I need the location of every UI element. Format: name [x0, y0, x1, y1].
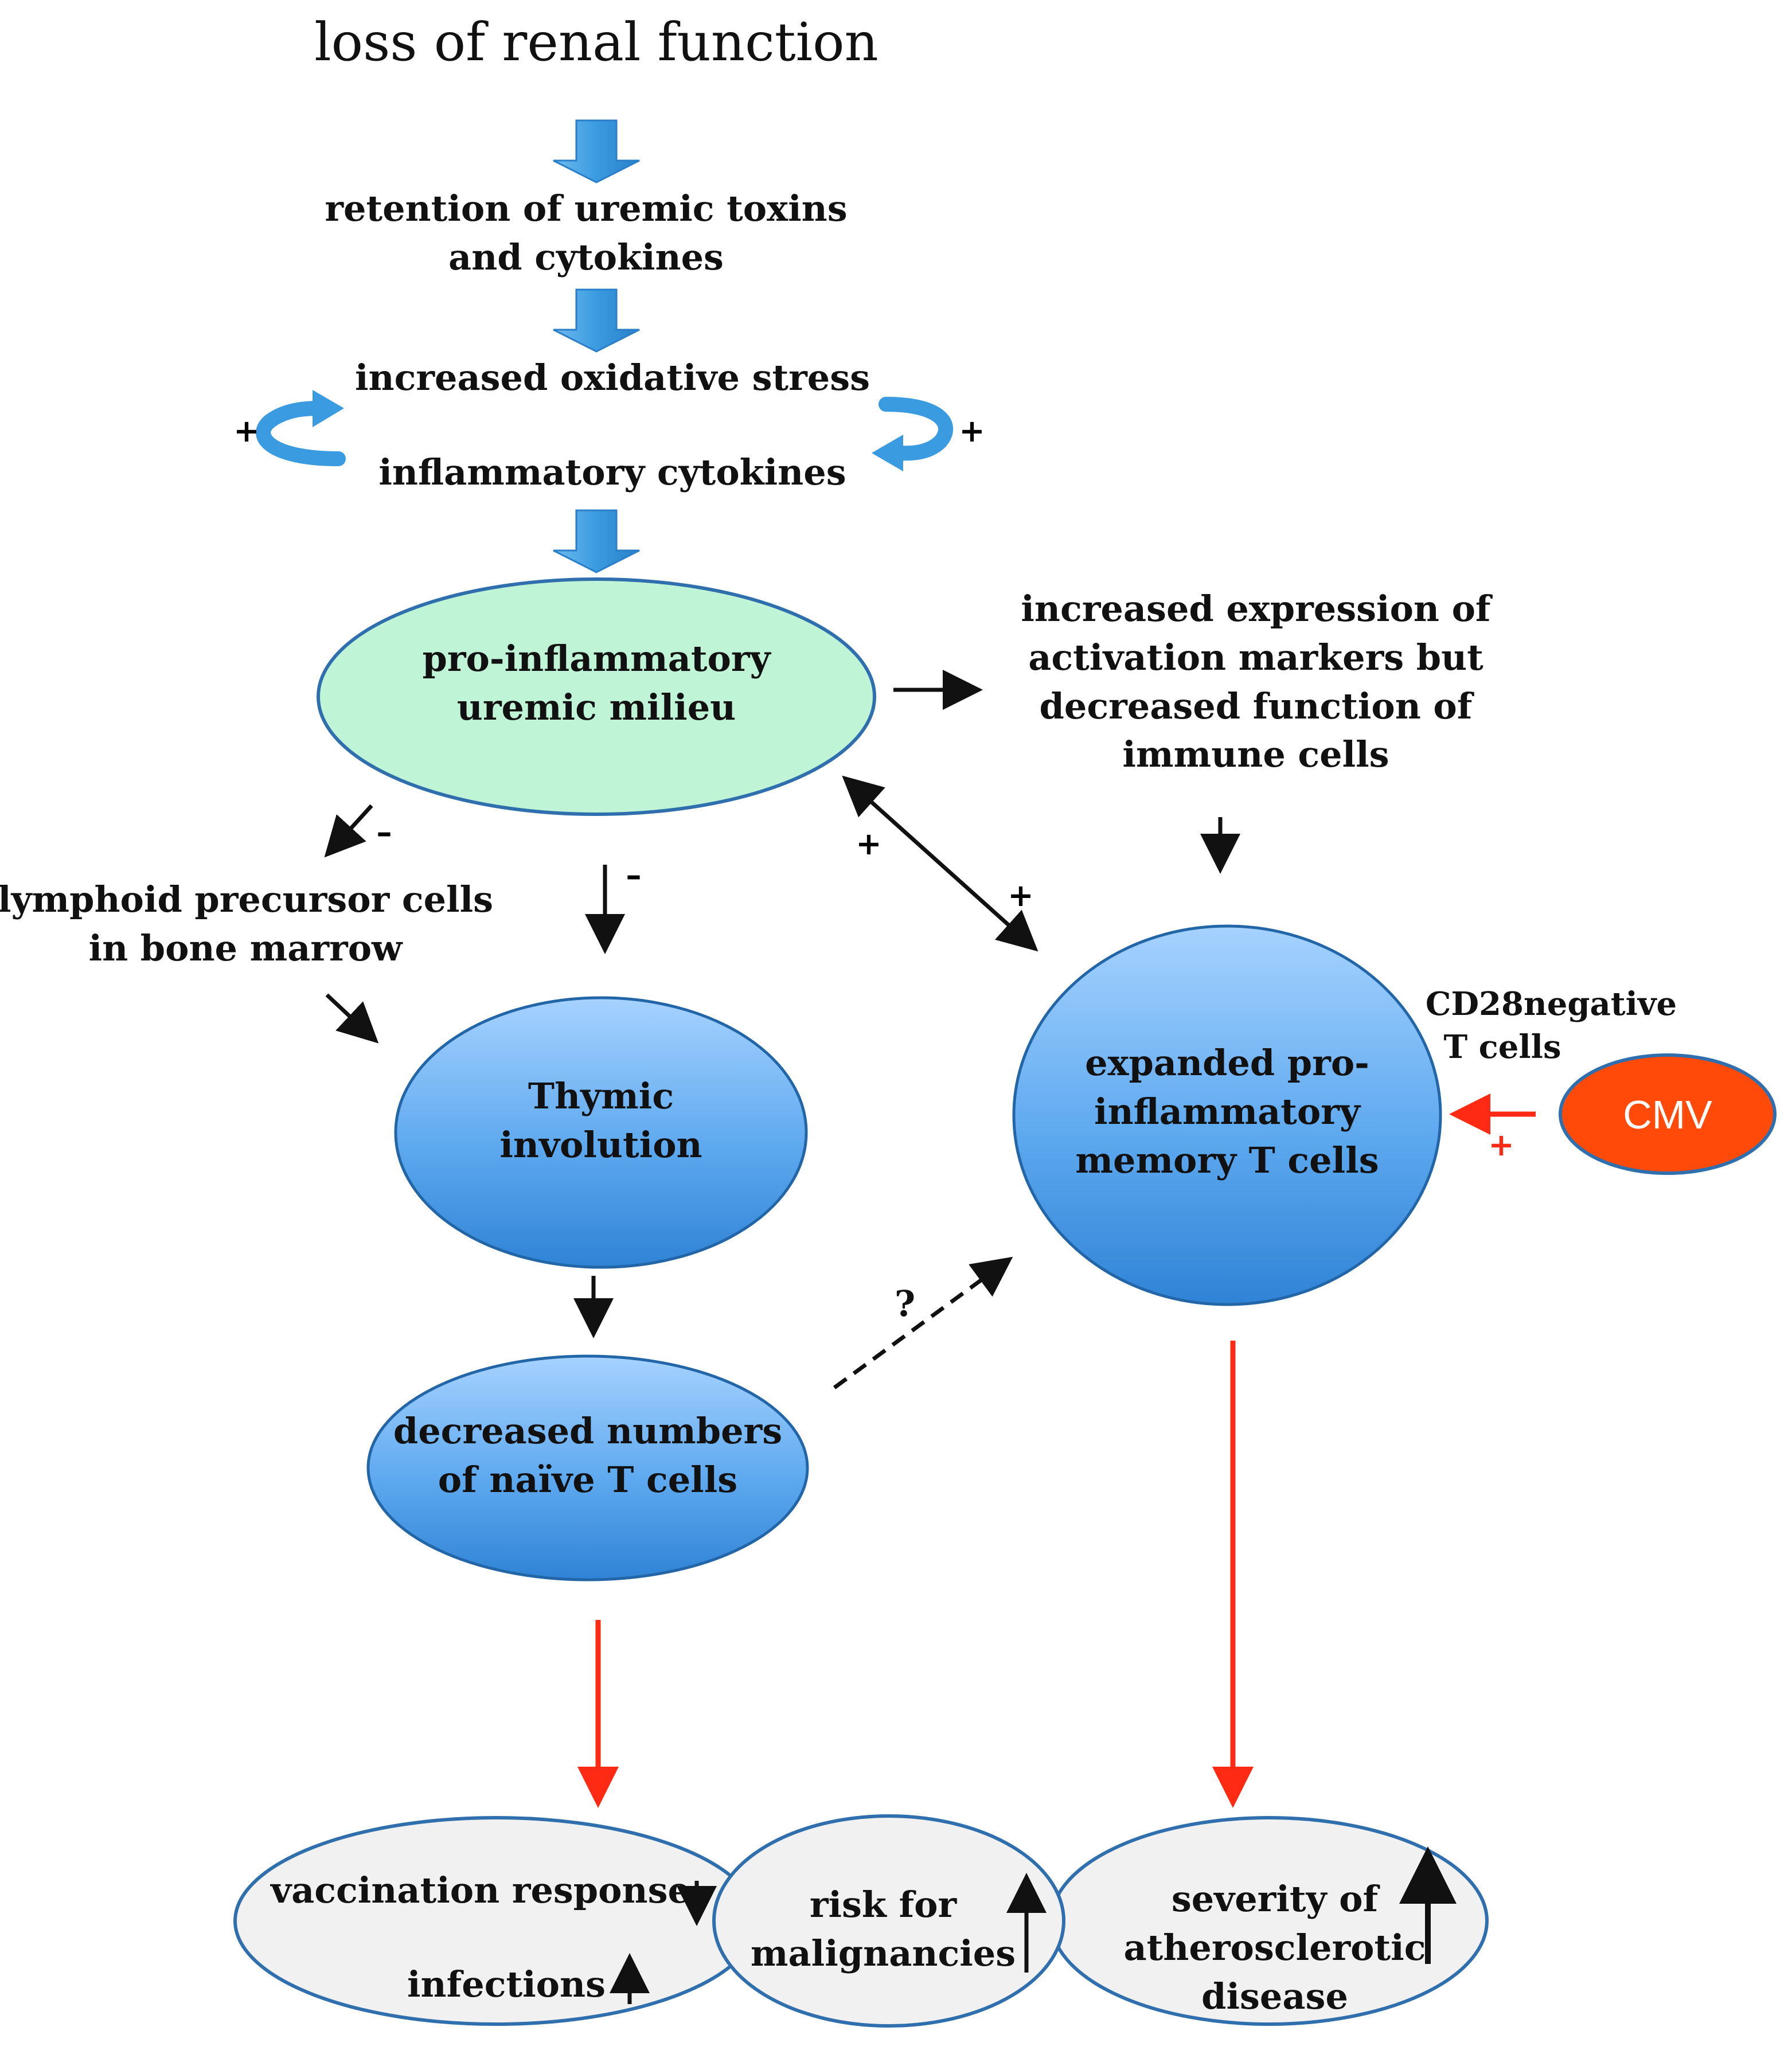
naive-line-2: of naïve T cells [438, 1459, 737, 1501]
plus-milieu-memory-b: + [1008, 877, 1033, 913]
activation-line-3: decreased function of [1040, 685, 1474, 727]
infections-label: infections [407, 1963, 606, 2005]
lymphoid-line-1: lymphoid precursor cells [0, 878, 493, 920]
milieu-line-2: uremic milieu [457, 686, 736, 728]
feedback-arrow-right [872, 397, 953, 471]
retention-line-1: retention of uremic toxins [325, 188, 847, 229]
memory-line-2: inflammatory [1094, 1091, 1361, 1132]
malignancies-line-1: risk for [810, 1884, 958, 1926]
memory-node [1012, 924, 1442, 1306]
lymphoid-line-2: in bone marrow [89, 927, 403, 969]
thymic-line-1: Thymic [528, 1075, 674, 1117]
naive-node [366, 1354, 809, 1581]
plus-right: + [959, 413, 985, 449]
arrow-naive-memory-dashed [833, 1256, 1013, 1389]
vaccination-label: vaccination response [270, 1869, 690, 1911]
block-arrow-2 [553, 288, 640, 353]
milieu-line-1: pro-inflammatory [422, 638, 771, 679]
cd28-line-2: T cells [1444, 1028, 1561, 1066]
feedback-arrow-left [256, 390, 346, 466]
oxidative-stress-label: increased oxidative stress [355, 357, 870, 399]
thymic-node [394, 996, 808, 1269]
malignancies-line-2: malignancies [751, 1932, 1016, 1974]
block-arrow-3 [553, 509, 640, 573]
retention-line-2: and cytokines [448, 236, 724, 278]
memory-line-1: expanded pro- [1085, 1042, 1369, 1084]
plus-milieu-memory-a: + [856, 826, 881, 862]
memory-line-3: memory T cells [1075, 1139, 1379, 1181]
question-label: ? [895, 1283, 915, 1325]
diagram-title: loss of renal function [314, 11, 878, 73]
cd28-line-1: CD28negative [1426, 985, 1677, 1023]
inflammatory-cytokines-label: inflammatory cytokines [378, 451, 846, 493]
plus-cmv: + [1488, 1127, 1514, 1163]
cmv-node [1559, 1053, 1777, 1175]
milieu-node [317, 577, 876, 816]
arrow-milieu-memory [842, 775, 1038, 952]
activation-line-2: activation markers but [1028, 636, 1483, 678]
atherosclerosis-line-2: atherosclerotic [1124, 1927, 1426, 1969]
block-arrow-1 [553, 119, 640, 183]
atherosclerosis-line-1: severity of [1172, 1878, 1380, 1920]
activation-line-4: immune cells [1122, 733, 1389, 775]
minus-lymphoid: – [377, 814, 392, 850]
naive-line-1: decreased numbers [393, 1410, 782, 1452]
atherosclerosis-line-3: disease [1201, 1975, 1348, 2017]
cmv-label: CMV [1623, 1092, 1712, 1137]
arrow-lymphoid-thymic [325, 993, 379, 1044]
plus-left: + [233, 413, 259, 449]
activation-line-1: increased expression of [1021, 588, 1493, 630]
arrow-milieu-lymphoid [324, 804, 373, 858]
thymic-line-2: involution [499, 1124, 702, 1166]
minus-thymic: – [626, 857, 642, 893]
